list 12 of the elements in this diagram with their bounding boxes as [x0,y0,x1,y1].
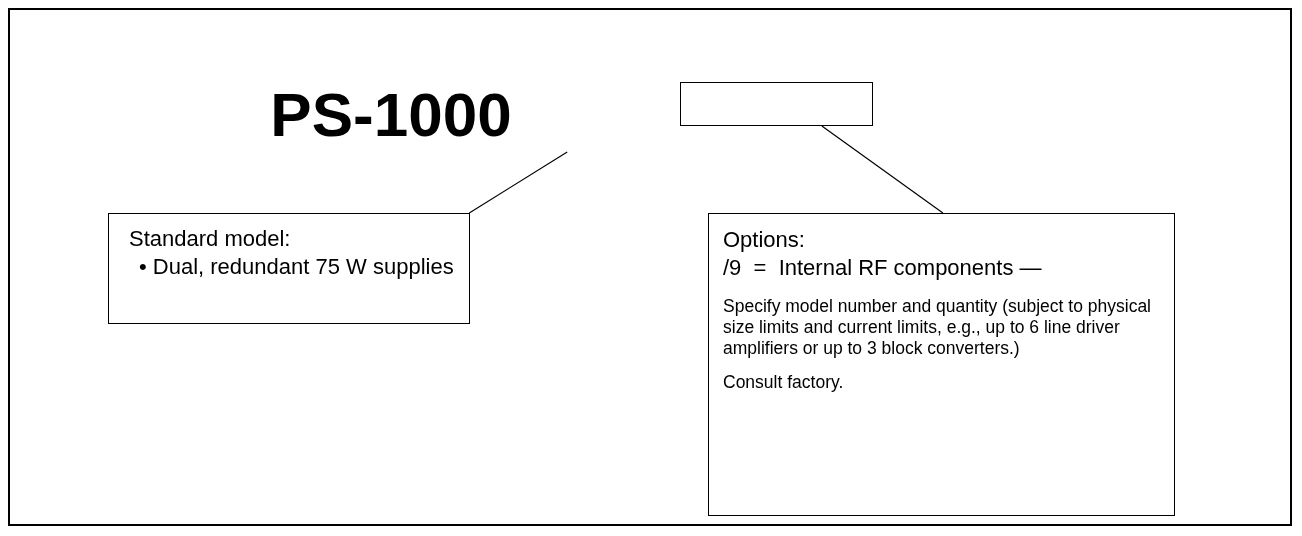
text-box [708,213,1175,516]
option-code: /9 = Internal RF components — [722,254,1043,282]
empty-box [680,82,873,126]
note-text: Consult factory. [722,370,845,393]
box-heading: Options: [722,226,806,254]
model-number: PS-1000 [269,79,513,151]
text-box [108,213,470,324]
leader-line [821,125,944,214]
leader-line [468,151,568,214]
option-note: Specify model number and quantity (subject to physical size limits and current limits, e.g., up to 6 line driver amplifiers or up to 3 block converters.) [722,294,1152,360]
box-heading: Standard model: [128,225,292,253]
bullet-item: • Dual, redundant 75 W supplies [138,253,455,281]
